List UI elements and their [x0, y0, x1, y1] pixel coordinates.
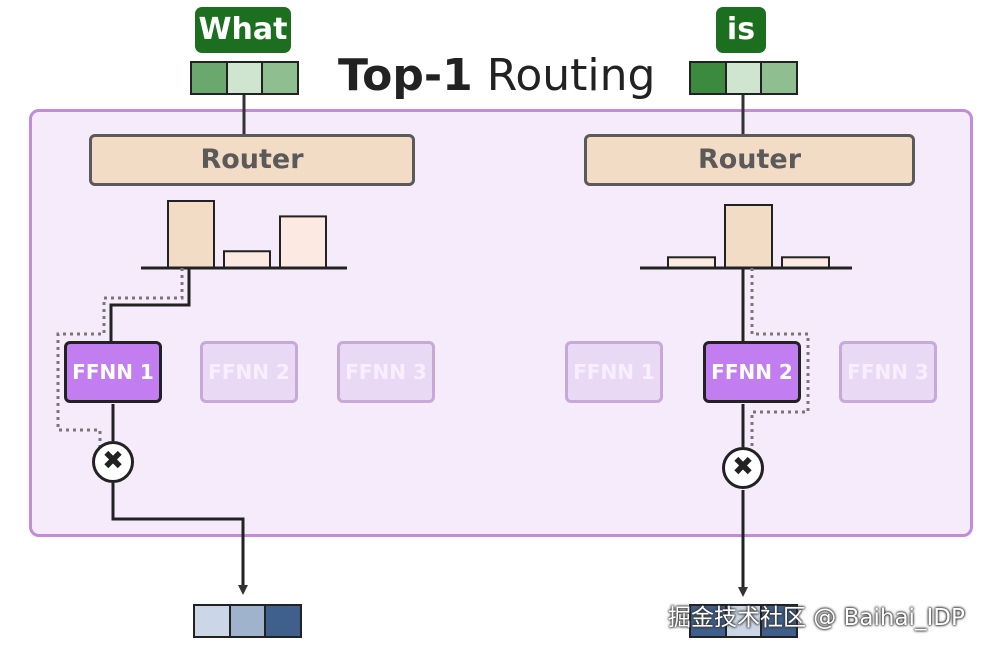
expert-ffnn1-right: FFNN 1	[565, 341, 663, 403]
input-vector-is-cell	[691, 63, 725, 93]
watermark: 掘金技术社区 @ Baihai_IDP	[668, 605, 965, 631]
token-label-what: What	[195, 7, 291, 53]
prob-bar-left-1	[167, 200, 215, 269]
multiply-icon-left: ✖	[92, 441, 134, 483]
diagram-title: Top-1 Routing	[338, 50, 655, 102]
output-vector-is-cell	[691, 606, 725, 636]
input-vector-is	[689, 61, 798, 95]
router-probabilities-left	[167, 200, 327, 270]
router-right: Router	[584, 134, 915, 186]
output-vector-is-cell	[724, 606, 761, 636]
prob-bar-left-3	[279, 215, 327, 270]
output-vector-is-cell	[760, 606, 797, 636]
input-vector-what-cell	[225, 63, 262, 93]
input-vector-what-cell	[261, 63, 298, 93]
output-vector-what-cell	[228, 606, 265, 636]
title-regular: Routing	[486, 50, 656, 101]
selected-path-dotted-right	[750, 268, 810, 448]
token-label-is: is	[716, 7, 766, 53]
output-arrow-left	[111, 483, 248, 595]
route-to-ffnn1	[109, 268, 191, 342]
output-vector-is	[689, 604, 798, 638]
expert-ffnn2-left: FFNN 2	[200, 341, 298, 403]
prob-bar-left-2	[223, 250, 271, 269]
expert-ffnn2-right: FFNN 2	[703, 341, 801, 403]
output-vector-what-cell	[195, 606, 229, 636]
prob-bar-right-1	[667, 256, 716, 270]
router-probabilities-right	[667, 204, 830, 270]
selected-path-dotted-left	[56, 268, 184, 462]
expert-ffnn3-left: FFNN 3	[337, 341, 435, 403]
prob-bar-right-3	[781, 256, 830, 270]
expert-ffnn1-left: FFNN 1	[64, 341, 162, 403]
prob-bar-right-2	[724, 204, 773, 269]
multiply-icon-right: ✖	[722, 447, 764, 489]
router-left: Router	[89, 134, 415, 186]
input-vector-is-cell	[760, 63, 797, 93]
input-vector-what-cell	[192, 63, 226, 93]
title-bold: Top-1	[338, 50, 473, 101]
output-vector-what-cell	[264, 606, 301, 636]
input-vector-is-cell	[724, 63, 761, 93]
expert-ffnn3-right: FFNN 3	[839, 341, 937, 403]
output-vector-what	[193, 604, 302, 638]
input-vector-what	[190, 61, 299, 95]
